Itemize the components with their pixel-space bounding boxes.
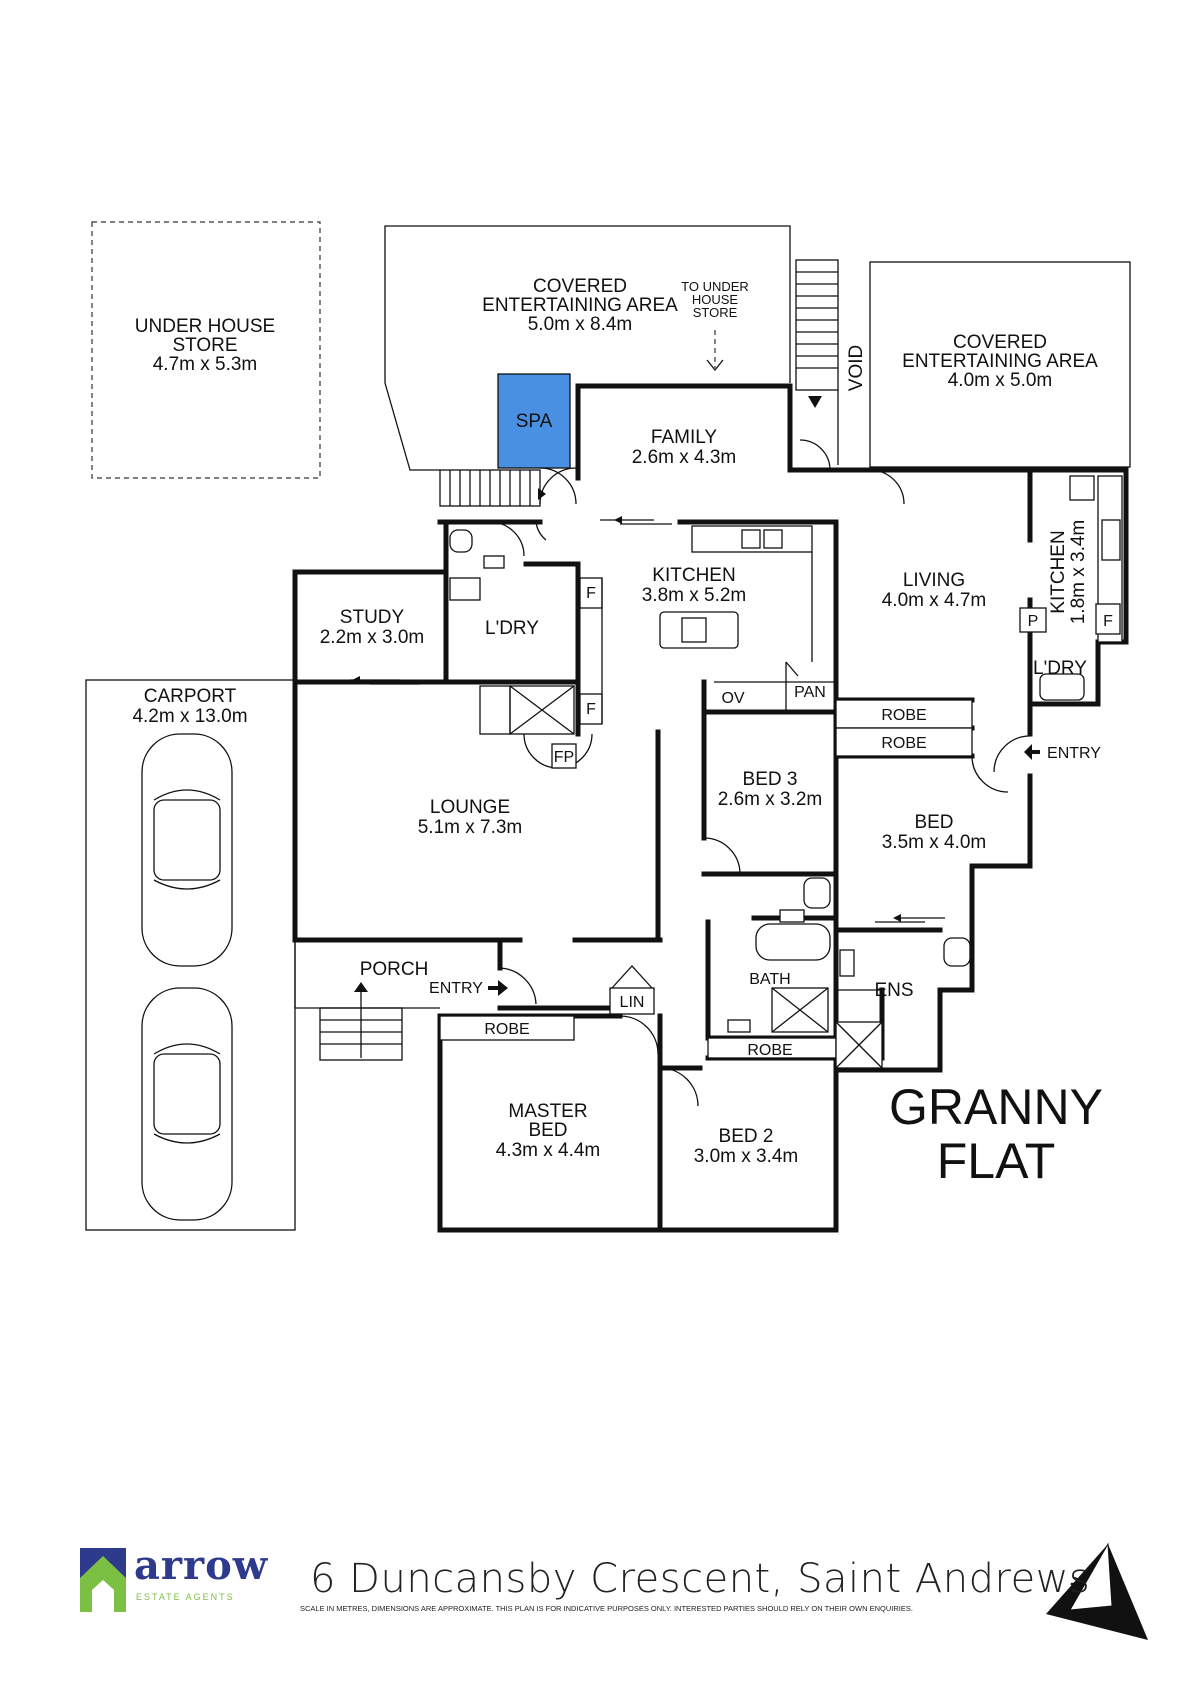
study-label: STUDY xyxy=(340,607,405,628)
to-under-store-label-3: STORE xyxy=(693,305,738,320)
covered-ent-flat-label-2: ENTERTAINING AREA xyxy=(902,351,1098,372)
void-stairs: VOID xyxy=(795,259,867,465)
granny-flat-title: GRANNY xyxy=(889,1079,1103,1135)
family-label: FAMILY xyxy=(651,427,717,448)
rear-stairs xyxy=(439,469,546,507)
laundry-flat-label: L'DRY xyxy=(1033,658,1087,679)
pantry-flat-label: P xyxy=(1028,613,1039,630)
study-dims: 2.2m x 3.0m xyxy=(320,627,425,648)
entry-main-label: ENTRY xyxy=(429,980,483,997)
spa: SPA xyxy=(497,373,571,469)
main-fixtures xyxy=(319,439,945,1107)
fridge-flat-label: F xyxy=(1103,613,1113,630)
fridge-label: F xyxy=(586,585,596,602)
pantry-label: PAN xyxy=(794,684,826,701)
arrow-logo-icon xyxy=(80,1548,126,1612)
ensuite-label: ENS xyxy=(874,980,913,1001)
granny-flat-fixtures xyxy=(835,475,1123,1069)
bed3-label: BED 3 xyxy=(743,769,798,790)
robe-flat-label-2: ROBE xyxy=(881,735,926,752)
living-dims: 4.0m x 4.7m xyxy=(882,590,987,611)
bed2-label: BED 2 xyxy=(719,1126,774,1147)
plan-disclaimer: SCALE IN METRES, DIMENSIONS ARE APPROXIM… xyxy=(300,1604,913,1613)
property-address: 6 Duncansby Crescent, Saint Andrews xyxy=(310,1556,1091,1602)
kitchen-flat-label: KITCHEN xyxy=(1048,530,1069,613)
porch-label: PORCH xyxy=(360,959,429,980)
car-icon-1 xyxy=(141,733,233,967)
lin-label: LIN xyxy=(620,994,645,1011)
covered-entertaining-flat: COVERED ENTERTAINING AREA 4.0m x 5.0m xyxy=(869,261,1131,468)
fridge-label-2: F xyxy=(586,701,596,718)
to-under-store-label: TO UNDER xyxy=(681,279,749,294)
covered-ent-main-label: COVERED xyxy=(533,276,627,297)
under-house-store-label-2: STORE xyxy=(172,335,237,356)
robe-flat-label: ROBE xyxy=(881,707,926,724)
bed3-dims: 2.6m x 3.2m xyxy=(718,789,823,810)
void-label: VOID xyxy=(846,345,867,391)
bed2-dims: 3.0m x 3.4m xyxy=(694,1146,799,1167)
covered-entertaining-main: COVERED ENTERTAINING AREA 5.0m x 8.4m TO… xyxy=(384,225,791,471)
robe-master-label: ROBE xyxy=(484,1021,529,1038)
under-house-store-label: UNDER HOUSE xyxy=(135,316,275,337)
fireplace-label: FP xyxy=(554,749,574,766)
covered-ent-flat-label: COVERED xyxy=(953,332,1047,353)
entry-flat-label: ENTRY xyxy=(1047,745,1101,762)
bath-label: BATH xyxy=(749,971,790,988)
under-house-store-dims: 4.7m x 5.3m xyxy=(153,354,258,375)
under-house-store: UNDER HOUSE STORE 4.7m x 5.3m xyxy=(91,221,321,479)
spa-label: SPA xyxy=(516,411,553,432)
carport: CARPORT 4.2m x 13.0m xyxy=(85,679,296,1231)
robe-bed2-label: ROBE xyxy=(747,1042,792,1059)
covered-ent-main-label-2: ENTERTAINING AREA xyxy=(482,295,678,316)
compass-icon: N xyxy=(1046,1542,1148,1640)
carport-label: CARPORT xyxy=(144,686,237,707)
family-dims: 2.6m x 4.3m xyxy=(632,447,737,468)
car-icon-2 xyxy=(141,987,233,1221)
lounge-dims: 5.1m x 7.3m xyxy=(418,817,523,838)
kitchen-label: KITCHEN xyxy=(652,565,735,586)
main-walls xyxy=(292,383,1129,1233)
carport-dims: 4.2m x 13.0m xyxy=(132,706,247,727)
master-bed-label: MASTER xyxy=(508,1101,587,1122)
covered-ent-flat-dims: 4.0m x 5.0m xyxy=(948,370,1053,391)
bed-flat-dims: 3.5m x 4.0m xyxy=(882,832,987,853)
laundry-label: L'DRY xyxy=(485,618,539,639)
brand-name: arrow xyxy=(134,1542,269,1589)
to-under-store-label-2: HOUSE xyxy=(692,292,739,307)
living-label: LIVING xyxy=(903,570,965,591)
oven-label: OV xyxy=(721,690,744,707)
kitchen-dims: 3.8m x 5.2m xyxy=(642,585,747,606)
kitchen-flat-dims: 1.8m x 3.4m xyxy=(1068,520,1089,625)
covered-ent-main-dims: 5.0m x 8.4m xyxy=(528,314,633,335)
master-bed-label-2: BED xyxy=(528,1120,567,1141)
master-bed-dims: 4.3m x 4.4m xyxy=(496,1140,601,1161)
granny-flat-title-2: FLAT xyxy=(937,1133,1056,1189)
bed-flat-label: BED xyxy=(914,812,953,833)
brand-tagline: ESTATE AGENTS xyxy=(136,1592,235,1602)
lounge-label: LOUNGE xyxy=(430,797,510,818)
